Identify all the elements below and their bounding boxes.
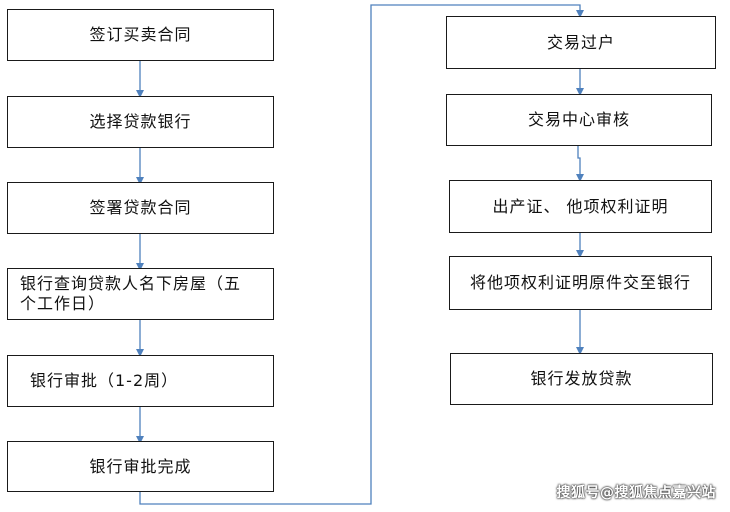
step-bank-disburse: 银行发放贷款 bbox=[450, 353, 713, 405]
step-sign-sale-contract: 签订买卖合同 bbox=[7, 9, 274, 61]
step-bank-approval: 银行审批（1-2周） bbox=[7, 355, 274, 407]
step-trading-center-review: 交易中心审核 bbox=[446, 94, 712, 146]
step-approval-complete: 银行审批完成 bbox=[7, 441, 274, 492]
arrow-8-9 bbox=[576, 146, 584, 182]
step-submit-originals: 将他项权利证明原件交至银行 bbox=[449, 256, 712, 310]
arrow-6-to-7 bbox=[139, 4, 584, 505]
step-choose-bank: 选择贷款银行 bbox=[7, 96, 274, 148]
step-issue-certificates: 出产证、 他项权利证明 bbox=[449, 180, 712, 233]
watermark: 搜狐号@搜狐焦点嘉兴站 bbox=[556, 485, 716, 501]
step-sign-loan-contract: 签署贷款合同 bbox=[7, 182, 274, 234]
step-bank-property-check: 银行查询贷款人名下房屋（五个工作日） bbox=[7, 268, 274, 320]
step-transfer-ownership: 交易过户 bbox=[446, 16, 716, 69]
